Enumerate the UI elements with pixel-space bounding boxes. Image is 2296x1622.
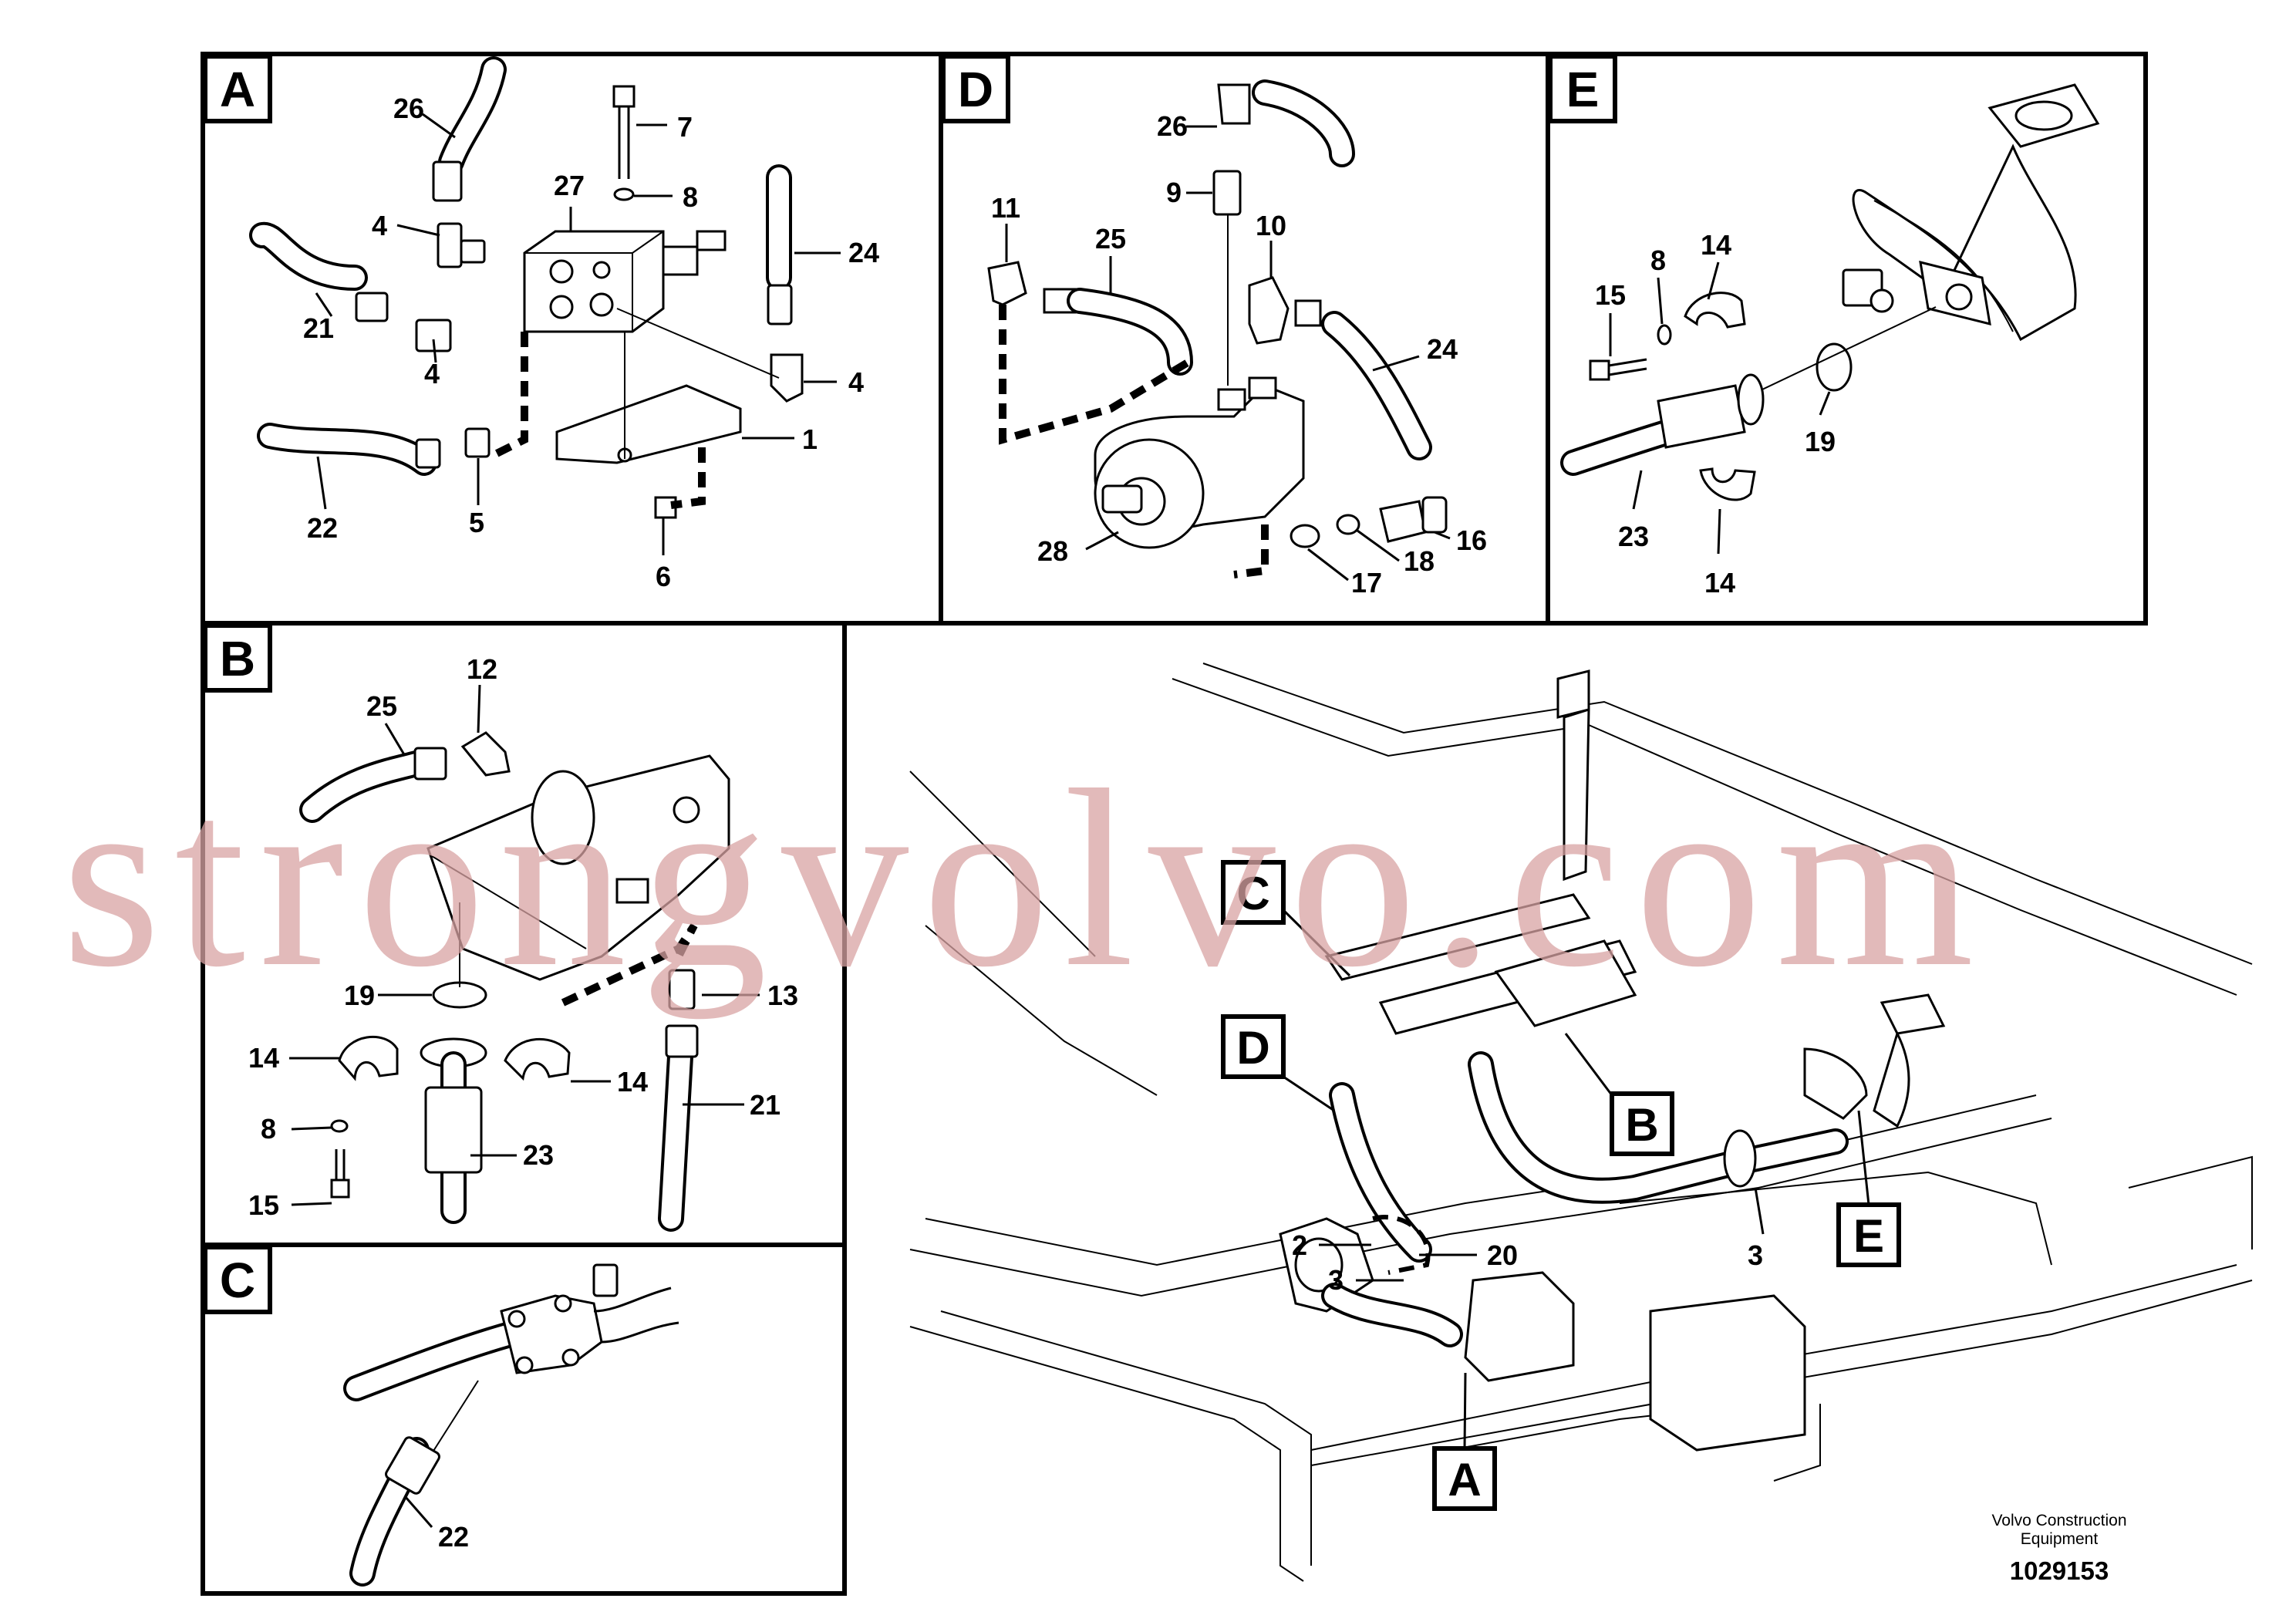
panel-c-tag-text: C xyxy=(220,1253,255,1308)
part-label: 15 xyxy=(1595,279,1626,311)
panel-b-tag: B xyxy=(203,623,272,693)
panel-a-drawing xyxy=(249,56,804,519)
part-label: 25 xyxy=(1095,223,1126,255)
overview-callout-d: D xyxy=(1221,1014,1335,1112)
part-label: 13 xyxy=(767,980,798,1011)
part-label: 16 xyxy=(1456,524,1487,556)
footer-brand-line1: Volvo Construction xyxy=(1991,1512,2126,1529)
overview-part-numbers: 2 3 20 3 xyxy=(1292,1229,1763,1296)
part-label: 4 xyxy=(372,210,387,241)
panel-b-drawing xyxy=(299,731,730,1232)
panel-c-drawing xyxy=(343,1263,679,1587)
panel-e-part-numbers: 14 15 8 19 23 14 xyxy=(1595,229,1836,599)
part-label: 4 xyxy=(848,366,864,398)
part-label: 24 xyxy=(848,237,879,268)
overview-drawing xyxy=(909,663,2253,1582)
callout-b-text: B xyxy=(1625,1099,1658,1151)
part-label: 27 xyxy=(554,170,585,201)
panel-d-drawing xyxy=(987,79,1448,578)
panel-d-tag: D xyxy=(941,54,1010,123)
part-label: 23 xyxy=(1618,521,1649,552)
panel-d-part-numbers: 26 9 11 25 10 24 28 16 18 17 xyxy=(991,110,1487,599)
panel-a-leaders xyxy=(315,113,841,555)
part-label: 8 xyxy=(1650,244,1666,276)
callout-d-text: D xyxy=(1236,1022,1269,1074)
part-label: 8 xyxy=(683,181,698,213)
part-label: 1 xyxy=(802,423,818,455)
watermark: strongvolvo.com xyxy=(62,738,1988,1020)
part-label: 19 xyxy=(344,980,375,1011)
overview-callout-c: C xyxy=(1221,860,1351,977)
panel-c-frame xyxy=(201,1243,847,1596)
overview-leaders xyxy=(1319,1187,1765,1282)
part-label: 18 xyxy=(1404,545,1435,577)
panel-b-leaders xyxy=(289,684,760,1206)
panel-e-frame xyxy=(1546,52,2148,626)
part-label: 12 xyxy=(467,653,497,685)
part-label: 9 xyxy=(1166,177,1182,208)
part-label: 14 xyxy=(248,1042,279,1074)
part-label: 14 xyxy=(1701,229,1731,261)
drawing-number: 1029153 xyxy=(2010,1556,2109,1585)
overview-callout-e: E xyxy=(1836,1110,1901,1267)
part-label: 11 xyxy=(991,192,1020,224)
part-label: 8 xyxy=(261,1113,276,1145)
callout-a-text: A xyxy=(1448,1454,1481,1506)
part-label: 24 xyxy=(1427,333,1458,365)
part-label: 2 xyxy=(1292,1229,1307,1261)
part-label: 20 xyxy=(1487,1239,1518,1271)
overview-callout-a: A xyxy=(1432,1372,1497,1511)
part-label: 15 xyxy=(248,1189,279,1221)
part-label: 26 xyxy=(393,93,424,124)
part-label: 17 xyxy=(1351,567,1382,599)
part-label: 22 xyxy=(307,512,338,544)
part-label: 3 xyxy=(1748,1239,1763,1271)
part-label: 28 xyxy=(1037,535,1068,567)
panel-d-leaders xyxy=(1005,125,1451,582)
part-label: 22 xyxy=(438,1521,469,1553)
part-label: 6 xyxy=(656,561,671,592)
panel-c-tag: C xyxy=(203,1245,272,1314)
part-label: 26 xyxy=(1157,110,1188,142)
panel-d-tag-text: D xyxy=(958,62,993,117)
footer-brand: Volvo Construction Equipment 1029153 xyxy=(1991,1512,2126,1585)
panel-b-part-numbers: 12 25 19 13 14 14 8 15 23 21 xyxy=(248,653,798,1221)
panel-c-leaders xyxy=(403,1496,433,1528)
part-label: 10 xyxy=(1256,210,1286,241)
part-label: 3 xyxy=(1328,1264,1344,1296)
part-label: 5 xyxy=(469,507,484,538)
panel-b-tag-text: B xyxy=(220,631,255,686)
part-label: 21 xyxy=(303,312,334,344)
panel-e-tag-text: E xyxy=(1566,62,1600,117)
footer-brand-line2: Equipment xyxy=(2021,1530,2099,1548)
overview-callout-b: B xyxy=(1564,1033,1674,1156)
panel-e-tag: E xyxy=(1548,54,1617,123)
part-label: 21 xyxy=(750,1089,781,1121)
part-label: 14 xyxy=(617,1066,648,1098)
part-label: 23 xyxy=(523,1139,554,1171)
part-label: 7 xyxy=(677,111,693,143)
part-label: 14 xyxy=(1704,567,1735,599)
part-label: 4 xyxy=(424,358,440,389)
panel-a-part-numbers: 26 7 27 8 4 24 21 4 4 1 22 5 6 xyxy=(303,93,879,592)
part-label: 19 xyxy=(1805,426,1836,457)
panel-e-leaders xyxy=(1609,261,1831,555)
callout-c-text: C xyxy=(1236,868,1269,919)
panel-a-tag: A xyxy=(203,54,272,123)
panel-a-tag-text: A xyxy=(220,62,255,117)
part-label: 25 xyxy=(366,690,397,722)
panel-e-drawing xyxy=(1560,83,2100,501)
callout-e-text: E xyxy=(1853,1210,1884,1262)
panel-c-part-numbers: 22 xyxy=(438,1521,469,1553)
